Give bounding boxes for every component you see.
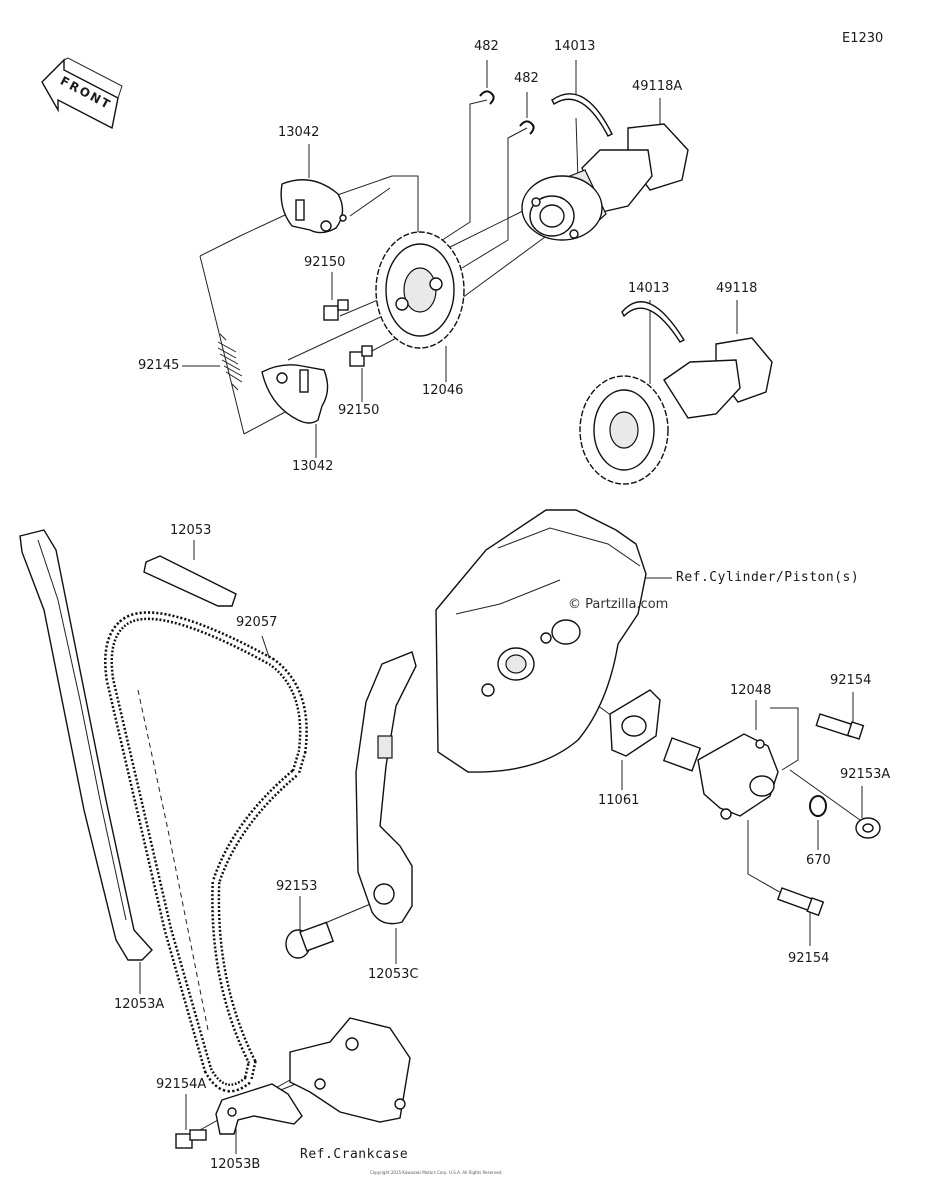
leader-lines-bottom [139, 540, 863, 1154]
front-arrow-icon [41, 57, 123, 130]
part-label-11061[interactable]: 11061 [598, 793, 640, 808]
part-label-670[interactable]: 670 [806, 853, 831, 868]
part-label-482-b[interactable]: 482 [514, 71, 539, 86]
chain-guide-12053 [143, 555, 237, 607]
tensioner-guide-12053c [355, 651, 417, 925]
part-label-92154-bottom[interactable]: 92154 [788, 951, 830, 966]
crankcase-reference [289, 1017, 411, 1123]
part-label-12053c[interactable]: 12053C [368, 967, 419, 982]
part-label-12046[interactable]: 12046 [422, 383, 464, 398]
part-label-12053b[interactable]: 12053B [210, 1157, 261, 1172]
half-ring-14013-b [621, 301, 685, 343]
leader-lines-top [182, 60, 738, 458]
watermark: © Partzilla.com [568, 597, 669, 612]
nut-92153a [855, 817, 881, 839]
bolt-92150-b [349, 345, 373, 367]
cylinder-reference [435, 509, 647, 773]
part-label-12053[interactable]: 12053 [170, 523, 212, 538]
spring-92145 [217, 333, 243, 391]
part-label-14013-b[interactable]: 14013 [628, 281, 670, 296]
bolt-92150-a [323, 299, 349, 321]
bracket-12053b [215, 1083, 303, 1135]
bolt-92153 [285, 921, 335, 959]
half-ring-14013-a [551, 93, 613, 137]
tensioner-12048 [662, 733, 779, 820]
part-label-92150-a[interactable]: 92150 [304, 255, 346, 270]
cam-chain-92057 [104, 611, 308, 1093]
part-label-92145[interactable]: 92145 [138, 358, 180, 373]
part-label-49118a[interactable]: 49118A [632, 79, 683, 94]
gasket-11061 [609, 689, 661, 757]
chain-guide-12053a [19, 529, 153, 961]
camshaft-49118 [579, 337, 773, 485]
bolt-92154-top [815, 713, 865, 740]
part-label-13042-a[interactable]: 13042 [278, 125, 320, 140]
part-label-482-a[interactable]: 482 [474, 39, 499, 54]
o-ring-670 [809, 795, 827, 817]
part-label-92153a[interactable]: 92153A [840, 767, 891, 782]
part-label-14013-a[interactable]: 14013 [554, 39, 596, 54]
part-label-13042-b[interactable]: 13042 [292, 459, 334, 474]
part-label-92057[interactable]: 92057 [236, 615, 278, 630]
camshaft-49118a [521, 123, 689, 241]
weight-13042-b [261, 364, 329, 424]
cam-sprocket-12046 [375, 231, 465, 349]
part-label-92153[interactable]: 92153 [276, 879, 318, 894]
part-label-92150-b[interactable]: 92150 [338, 403, 380, 418]
copyright-text: Copyright 2015 Kawasaki Motors Corp. U.S… [370, 1170, 503, 1175]
part-label-49118[interactable]: 49118 [716, 281, 758, 296]
bolt-92154-bottom [776, 887, 825, 917]
ref-cylinder-label[interactable]: Ref.Cylinder/Piston(s) [676, 570, 860, 585]
circlip-482-a [479, 90, 495, 105]
bolt-92154a [175, 1129, 207, 1149]
diagram-id: E1230 [842, 31, 884, 46]
part-label-92154-top[interactable]: 92154 [830, 673, 872, 688]
part-label-12053a[interactable]: 12053A [114, 997, 165, 1012]
part-label-12048[interactable]: 12048 [730, 683, 772, 698]
ref-crankcase-label[interactable]: Ref.Crankcase [300, 1147, 409, 1162]
circlip-482-b [519, 120, 535, 135]
part-label-92154a[interactable]: 92154A [156, 1077, 207, 1092]
weight-13042-a [280, 179, 347, 234]
